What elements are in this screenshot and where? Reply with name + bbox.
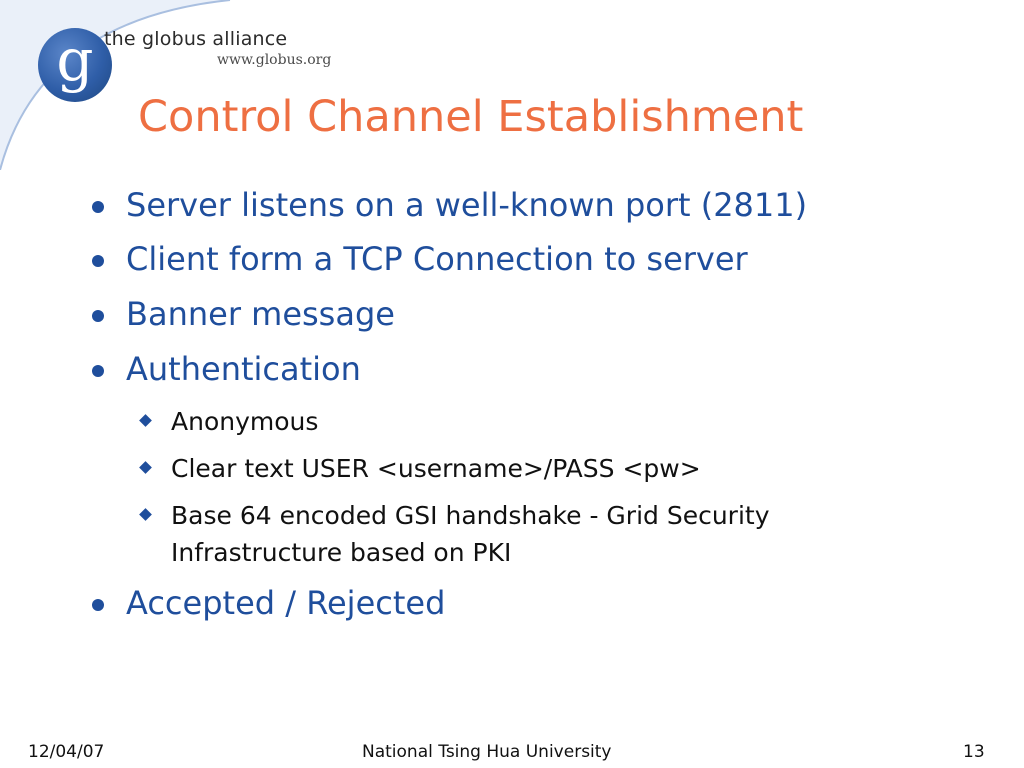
bullet-text: Client form a TCP Connection to server	[126, 240, 748, 278]
bullet-text: Banner message	[126, 295, 395, 333]
bullet-dot-icon	[92, 201, 104, 213]
bullet-item: Banner message	[92, 295, 395, 333]
bullet-item: Authentication	[92, 350, 361, 388]
footer-date: 12/04/07	[28, 742, 105, 762]
corner-arc-decoration	[0, 0, 231, 170]
bullet-dot-icon	[92, 255, 104, 267]
bullet-item: Server listens on a well-known port (281…	[92, 186, 808, 224]
diamond-bullet-icon	[139, 414, 152, 427]
sub-bullet-text-line: Infrastructure based on PKI	[171, 538, 512, 567]
bullet-item: Client form a TCP Connection to server	[92, 240, 748, 278]
sub-bullet-text: Clear text USER <username>/PASS <pw>	[171, 454, 701, 483]
footer-page-number: 13	[963, 742, 985, 762]
globus-logo-icon: g	[38, 28, 112, 102]
bullet-text: Server listens on a well-known port (281…	[126, 186, 808, 224]
bullet-item: Accepted / Rejected	[92, 584, 446, 622]
sub-bullet-text: Anonymous	[171, 407, 319, 436]
logo-url: www.globus.org	[217, 52, 332, 68]
logo-name: the globus alliance	[104, 28, 288, 50]
sub-bullet-item: Anonymous	[139, 403, 319, 440]
diamond-bullet-icon	[139, 508, 152, 521]
bullet-dot-icon	[92, 310, 104, 322]
diamond-bullet-icon	[139, 461, 152, 474]
sub-bullet-item: Clear text USER <username>/PASS <pw>	[139, 450, 701, 487]
bullet-text: Authentication	[126, 350, 361, 388]
bullet-text: Accepted / Rejected	[126, 584, 446, 622]
bullet-dot-icon	[92, 599, 104, 611]
sub-bullet-text-line: Base 64 encoded GSI handshake - Grid Sec…	[171, 501, 770, 530]
footer-organization: National Tsing Hua University	[362, 742, 612, 762]
sub-bullet-item: Base 64 encoded GSI handshake - Grid Sec…	[139, 497, 770, 571]
slide-title: Control Channel Establishment	[138, 92, 804, 142]
bullet-dot-icon	[92, 365, 104, 377]
